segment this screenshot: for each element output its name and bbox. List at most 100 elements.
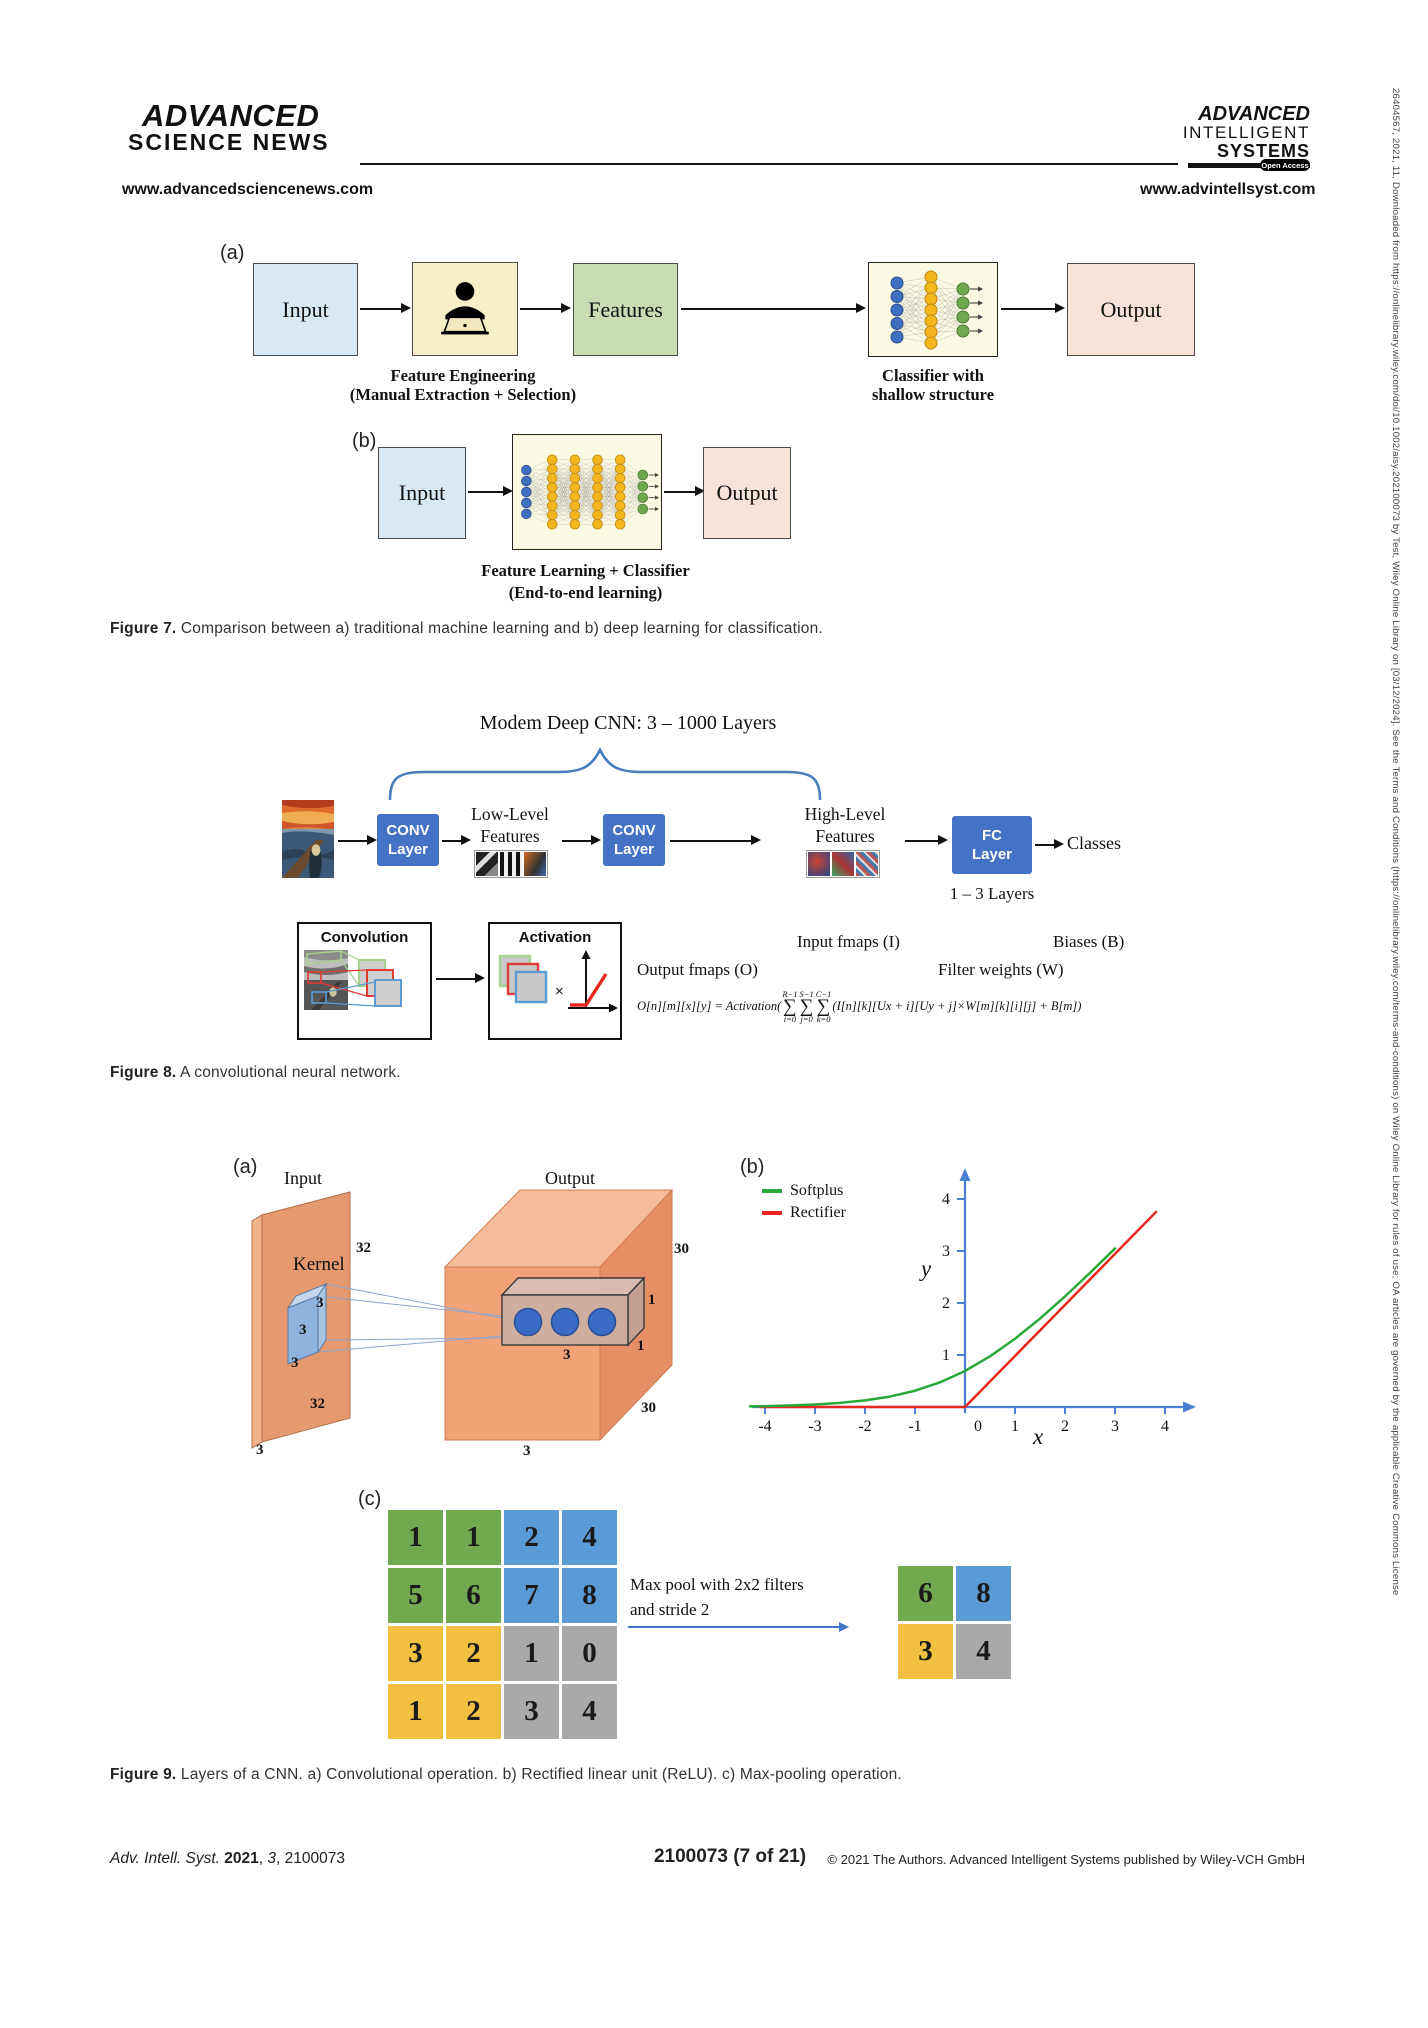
fig7b-input-label: Input: [398, 480, 446, 505]
input-fmaps-label: Input fmaps (I): [797, 932, 900, 951]
feature-learning-caption2: (End-to-end learning): [508, 583, 663, 602]
conv-layer-label: CONV: [612, 821, 656, 839]
fc-layer-box: FC Layer: [952, 816, 1032, 874]
x-tick-label: 3: [1111, 1418, 1119, 1435]
grid-cell: 3: [898, 1624, 953, 1679]
convolution-illustration: [304, 950, 402, 1010]
y-tick-label: 3: [942, 1243, 950, 1260]
scream-painting-image: [282, 800, 334, 878]
grid-cell: 0: [562, 1626, 617, 1681]
arrow-icon: [905, 834, 948, 847]
fig7a-features-label: Features: [588, 296, 663, 322]
grid-cell: 1: [388, 1510, 443, 1565]
plot-legend: Softplus Rectifier: [762, 1180, 846, 1224]
convolution-title: Convolution: [320, 929, 409, 946]
output-fmaps-label: Output fmaps (O): [637, 960, 758, 979]
x-axis-label: x: [1033, 1424, 1044, 1449]
maxpool-output-grid: 6 8 3 4: [898, 1566, 1011, 1679]
grid-cell: 6: [898, 1566, 953, 1621]
arrow-icon: [1035, 838, 1064, 851]
conv-3d-diagram: [251, 1188, 674, 1449]
arrow-icon: [1001, 302, 1065, 315]
kernel-dim-3c: 3: [291, 1355, 299, 1371]
logo-line: SYSTEMS: [1216, 140, 1310, 161]
output-dim-30-h: 30: [674, 1241, 689, 1257]
arrow-icon: [562, 834, 601, 847]
grid-cell: 7: [504, 1568, 559, 1623]
fc-layer-label: FC: [982, 826, 1002, 844]
copyright-line: © 2021 The Authors. Advanced Intelligent…: [827, 1852, 1305, 1867]
ais-logo-bar: [1188, 163, 1310, 168]
header-rule: [360, 163, 1178, 165]
figure8-caption-text: A convolutional neural network.: [176, 1064, 401, 1081]
fig7b-input-box: Input: [378, 447, 466, 539]
multiply-sign: ×: [555, 983, 564, 1000]
fig7b-deep-network-box: [512, 434, 662, 550]
output-dim-3: 3: [523, 1443, 531, 1459]
logo-line: ADVANCED: [142, 98, 320, 133]
classifier-caption2: shallow structure: [871, 385, 995, 404]
fig7b-output-label: Output: [716, 480, 778, 505]
conv-layer-label: CONV: [386, 821, 430, 839]
x-tick-label: 0: [974, 1418, 982, 1435]
logo-line: SCIENCE NEWS: [128, 129, 330, 155]
input-dim-32-h: 32: [356, 1240, 371, 1256]
fig9a-kernel-label: Kernel: [293, 1254, 345, 1275]
conv-layer-1-box: CONV Layer: [377, 814, 439, 866]
x-tick-label: -2: [858, 1418, 871, 1435]
grid-cell: 8: [956, 1566, 1011, 1621]
slab-dim-3: 3: [563, 1347, 571, 1363]
shallow-network-diagram: [890, 270, 983, 349]
advanced-science-news-logo: ADVANCED SCIENCE NEWS: [128, 100, 330, 154]
grid-cell: 8: [562, 1568, 617, 1623]
grid-cell: 4: [562, 1684, 617, 1739]
fig9a-output-label: Output: [545, 1168, 596, 1188]
arrow-icon: [360, 302, 411, 315]
maxpool-input-grid: 1 1 2 4 5 6 7 8 3 2 1 0 1 2 3 4: [388, 1510, 617, 1739]
softplus-legend-label: Softplus: [790, 1182, 844, 1199]
fig7a-shallow-classifier-box: [868, 262, 998, 357]
y-axis-label: y: [921, 1256, 932, 1281]
softplus-curve: [748, 1247, 1117, 1408]
arrow-icon: [468, 485, 513, 498]
figure8-caption: Figure 8. A convolutional neural network…: [110, 1064, 1210, 1082]
fig7b-output-box: Output: [703, 447, 791, 539]
feature-engineering-caption: Feature Engineering: [390, 366, 536, 385]
convolution-box: Convolution: [297, 922, 432, 1040]
input-dim-32-w: 32: [310, 1396, 325, 1412]
low-level-features-label2: Features: [480, 826, 540, 846]
journal-year: 2021: [224, 1850, 259, 1867]
arrow-icon: [670, 834, 761, 847]
formula-rhs: (I[n][k][Ux + i][Uy + j]×W[m][k][i][j] +…: [832, 999, 1082, 1014]
arrow-icon: [338, 834, 377, 847]
fig7a-input-box: Input: [253, 263, 358, 356]
advanced-intelligent-systems-logo: ADVANCED INTELLIGENT SYSTEMS: [1180, 104, 1310, 160]
figure9-caption-label: Figure 9.: [110, 1766, 177, 1783]
low-level-features-label: Low-Level: [471, 804, 549, 824]
journal-volume: 3: [267, 1850, 277, 1867]
softplus-legend-swatch: [762, 1189, 782, 1193]
activation-box: Activation ×: [488, 922, 622, 1040]
sum-sigma: S−1∑j=0: [799, 989, 814, 1024]
figure7-caption-text: Comparison between a) traditional machin…: [176, 620, 823, 637]
plot-series: [748, 1210, 1158, 1409]
figure9-panel-b-label: (b): [740, 1156, 765, 1178]
grid-cell: 1: [446, 1510, 501, 1565]
pool-note-line1: Max pool with 2x2 filters: [630, 1575, 804, 1594]
fig7a-output-label: Output: [1100, 296, 1162, 322]
arrow-icon: [436, 972, 485, 985]
conv-layer-2-box: CONV Layer: [603, 814, 665, 866]
download-license-note: 26404567, 2021, 11, Downloaded from http…: [1390, 88, 1401, 1596]
biases-label: Biases (B): [1053, 932, 1125, 951]
x-tick-label: -4: [758, 1418, 771, 1435]
figure9-caption-text: Layers of a CNN. a) Convolutional operat…: [176, 1766, 902, 1783]
page-info: 2100073 (7 of 21): [653, 1846, 807, 1867]
arrow-icon: [681, 302, 866, 315]
conv-formula: O[n][m][x][y] = Activation( R−1∑i=0 S−1∑…: [637, 990, 1081, 1023]
fc-layer-label: Layer: [971, 846, 1013, 863]
filter-weights-label: Filter weights (W): [938, 960, 1064, 979]
fig7a-input-label: Input: [282, 296, 329, 322]
y-tick-label: 2: [942, 1295, 950, 1312]
